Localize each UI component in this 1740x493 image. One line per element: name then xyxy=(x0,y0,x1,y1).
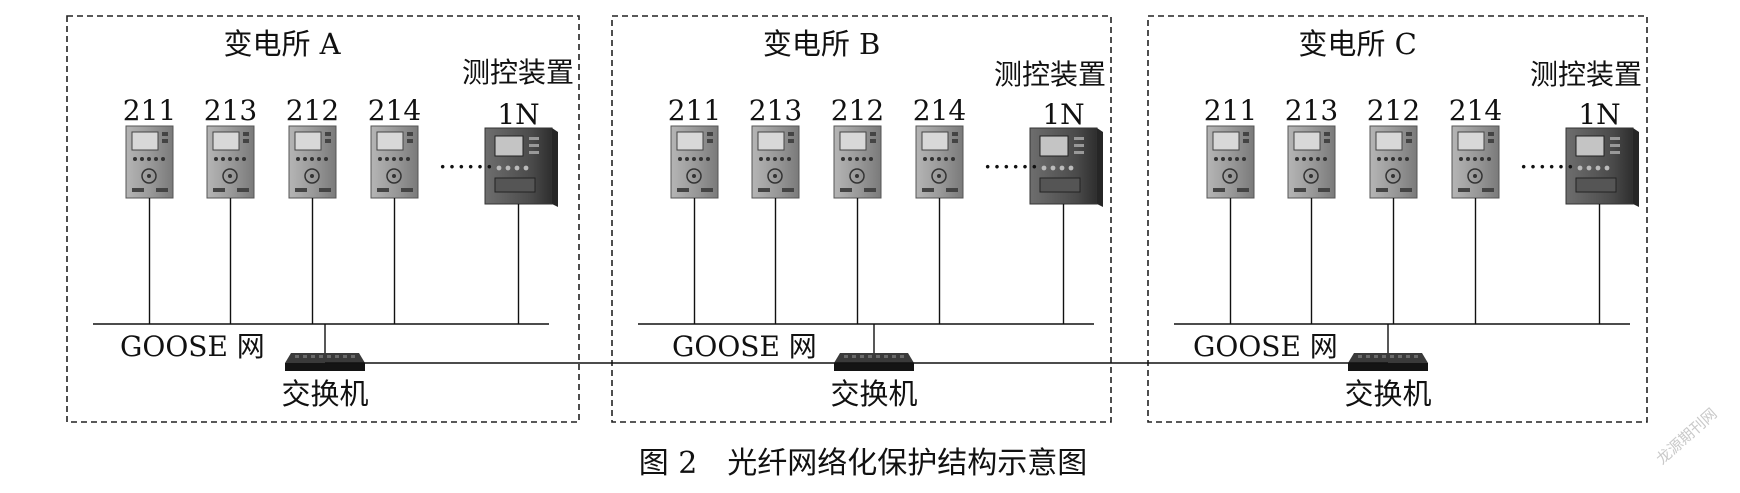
substation-title: 变电所 A xyxy=(223,27,341,61)
protection-relay-icon xyxy=(751,125,800,199)
relay-id-label: 214 xyxy=(913,94,966,127)
relay-id-label: 211 xyxy=(1204,94,1257,127)
measurement-device-icon xyxy=(1029,127,1103,207)
switch-label: 交换机 xyxy=(1344,377,1431,411)
measurement-device-icon xyxy=(484,127,558,207)
substation-boundary xyxy=(66,15,580,423)
goose-network-label: GOOSE 网 xyxy=(120,330,265,363)
measure-device-id: 1N xyxy=(1042,98,1084,131)
protection-relay-icon xyxy=(1206,125,1255,199)
switch-label: 交换机 xyxy=(281,377,368,411)
measure-device-label: 测控装置 xyxy=(994,58,1106,91)
protection-relay-icon xyxy=(1369,125,1418,199)
relay-id-label: 212 xyxy=(286,94,339,127)
figure-caption: 图 2 光纤网络化保护结构示意图 xyxy=(639,446,1088,481)
watermark: 龙源期刊网 xyxy=(1653,404,1721,468)
relay-id-label: 214 xyxy=(368,94,421,127)
relay-id-label: 213 xyxy=(749,94,802,127)
network-switch-icon xyxy=(285,353,365,371)
relay-id-label: 212 xyxy=(831,94,884,127)
substation-boundary xyxy=(1147,15,1648,423)
network-switch-icon xyxy=(834,353,914,371)
measure-device-label: 测控装置 xyxy=(462,56,574,89)
relay-id-label: 211 xyxy=(668,94,721,127)
ellipsis: …… xyxy=(1519,142,1575,175)
relay-id-label: 212 xyxy=(1367,94,1420,127)
switch-label: 交换机 xyxy=(830,377,917,411)
protection-relay-icon xyxy=(833,125,882,199)
goose-network-label: GOOSE 网 xyxy=(672,330,817,363)
protection-relay-icon xyxy=(915,125,964,199)
relay-id-label: 214 xyxy=(1449,94,1502,127)
protection-relay-icon xyxy=(1451,125,1500,199)
substation-title: 变电所 C xyxy=(1298,27,1416,61)
relay-id-label: 213 xyxy=(204,94,257,127)
ellipsis: …… xyxy=(983,142,1039,175)
protection-relay-icon xyxy=(288,125,337,199)
measurement-device-icon xyxy=(1565,127,1639,207)
measure-device-label: 测控装置 xyxy=(1530,58,1642,91)
goose-network-label: GOOSE 网 xyxy=(1193,330,1338,363)
measure-device-id: 1N xyxy=(1578,98,1620,131)
network-switch-icon xyxy=(1348,353,1428,371)
substation-boundary xyxy=(611,15,1112,423)
measure-device-id: 1N xyxy=(497,98,539,131)
protection-relay-icon xyxy=(1287,125,1336,199)
substation-title: 变电所 B xyxy=(763,27,881,61)
protection-relay-icon xyxy=(670,125,719,199)
protection-relay-icon xyxy=(206,125,255,199)
ellipsis: …… xyxy=(438,142,494,175)
relay-id-label: 211 xyxy=(123,94,176,127)
protection-relay-icon xyxy=(370,125,419,199)
relay-id-label: 213 xyxy=(1285,94,1338,127)
protection-relay-icon xyxy=(125,125,174,199)
